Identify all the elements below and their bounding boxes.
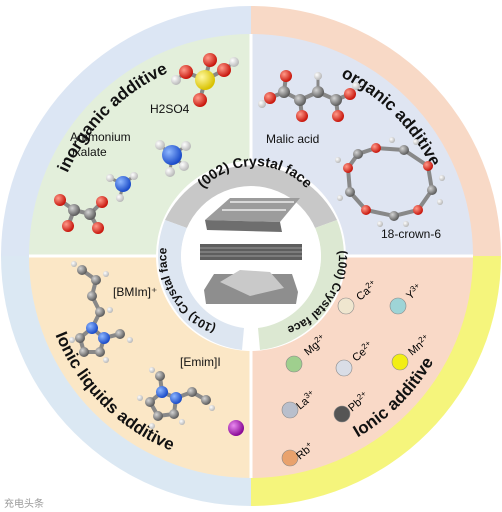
label-ammonium: Ammonium — [70, 130, 131, 144]
watermark: 充电头条 — [4, 499, 44, 510]
label-h2so4: H2SO4 — [150, 102, 190, 116]
band-101 — [158, 220, 244, 350]
crystal-middle-icon — [200, 244, 302, 260]
center-circle: (002) Crystal face (101) Crystal face (1… — [155, 153, 350, 351]
malic-acid-molecule-icon — [258, 70, 360, 122]
ion-sphere-icon — [333, 405, 351, 423]
ion-sphere-icon — [391, 353, 409, 371]
oxalate-molecule-icon — [54, 194, 108, 234]
ammonium-molecule-icon — [155, 140, 191, 177]
ion-sphere-icon — [337, 297, 355, 315]
label-bmim: [BMIm]⁺ — [113, 285, 157, 299]
ion-sphere-icon — [389, 297, 407, 315]
label-malic-acid: Malic acid — [266, 132, 319, 146]
label-oxalate: oxalate — [68, 145, 107, 159]
ammonium-molecule-small-icon — [106, 172, 138, 202]
h2so4-molecule-icon — [171, 53, 239, 107]
crystal-bottom-icon — [204, 270, 298, 304]
label-18-crown-6: 18-crown-6 — [381, 227, 441, 241]
ion-sphere-icon — [281, 401, 299, 419]
band-002 — [165, 165, 337, 228]
crown-ether-molecule-icon — [335, 137, 445, 227]
emim-molecule-icon — [137, 367, 215, 429]
band-100 — [258, 220, 344, 350]
ion-sphere-icon — [335, 359, 353, 377]
ion-sphere-icon — [285, 355, 303, 373]
crystal-top-icon — [205, 198, 300, 232]
iodide-ion-icon — [228, 420, 244, 436]
ion-sphere-icon — [281, 449, 299, 467]
label-emim: [Emim]I — [180, 355, 221, 369]
bmim-molecule-icon — [69, 261, 133, 363]
